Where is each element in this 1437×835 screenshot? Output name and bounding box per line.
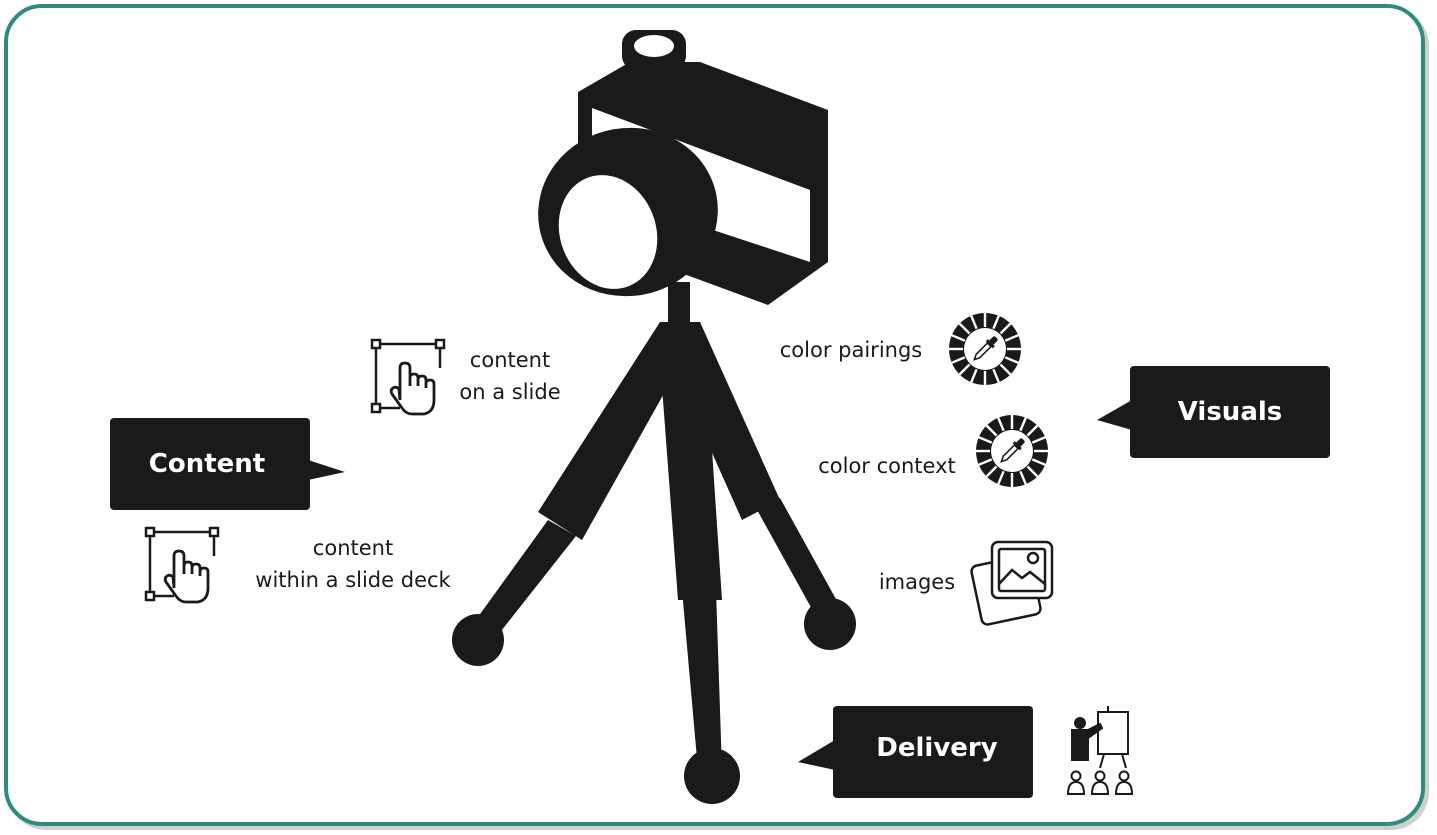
color-pairings-label: color pairings [766, 334, 936, 366]
selection-hand-icon [372, 340, 444, 414]
images-icon [970, 542, 1052, 626]
content-on-slide-line2: on a slide [445, 376, 575, 408]
delivery-badge: Delivery [798, 706, 1033, 798]
camera-tripod-icon [452, 30, 856, 804]
selection-hand-icon [146, 528, 218, 602]
images-label: images [862, 566, 972, 598]
color-wheel-icon [976, 415, 1048, 487]
content-within-deck-label: content within a slide deck [240, 532, 466, 596]
color-wheel-icon [949, 313, 1021, 385]
content-within-deck-line2: within a slide deck [240, 564, 466, 596]
content-badge: Content [110, 418, 345, 510]
visuals-badge-label: Visuals [1178, 397, 1283, 427]
content-badge-label: Content [149, 449, 265, 479]
delivery-badge-label: Delivery [876, 733, 997, 763]
content-within-deck-line1: content [240, 532, 466, 564]
color-context-label: color context [802, 450, 972, 482]
content-on-slide-label: content on a slide [445, 344, 575, 408]
content-on-slide-line1: content [445, 344, 575, 376]
presenter-icon [1068, 706, 1132, 794]
visuals-badge: Visuals [1097, 366, 1330, 458]
